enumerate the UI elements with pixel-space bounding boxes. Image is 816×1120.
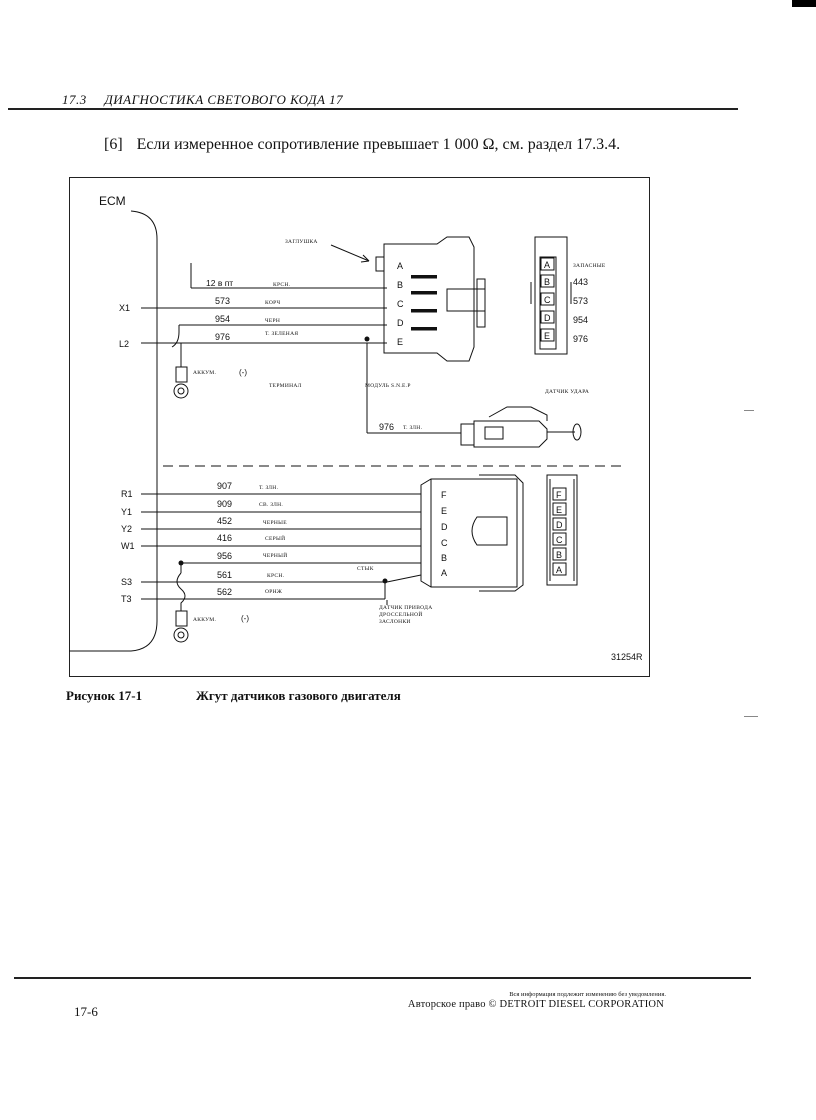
wire-number: 956 (217, 551, 232, 561)
throttle-label-line1: ДАТЧИК ПРИВОДА (379, 605, 432, 611)
scan-artifact (744, 716, 758, 717)
ground-label-bottom: АККУМ. (193, 617, 216, 623)
figure-label: Рисунок 17-1 (66, 688, 143, 703)
wire-color: Т. ЗЕЛЕНАЯ (265, 331, 298, 337)
terminal-r1: R1 (121, 489, 133, 499)
wire-color: Т. ЗЛН. (259, 485, 279, 491)
spare-label: ЗАПАСНЫЕ (573, 263, 606, 269)
footer-notice: Вся информация подлежит изменению без ув… (509, 991, 666, 998)
page-number: 17-6 (74, 1004, 98, 1019)
top-pin-b: B (397, 280, 403, 290)
top-pin-a: A (397, 261, 403, 271)
wire-number: 976 (215, 332, 230, 342)
top-pin-d: D (397, 318, 404, 328)
step-text: Если измеренное сопротивление превышает … (136, 136, 621, 153)
ecm-outline (69, 210, 158, 652)
spare-pin-b: B (544, 277, 550, 287)
section-title: ДИАГНОСТИКА СВЕТОВОГО КОДА 17 (104, 92, 344, 107)
mating-pin-f: F (556, 490, 562, 500)
terminal-y2: Y2 (121, 524, 132, 534)
throttle-label-line2: ДРОССЕЛЬНОЙ (379, 610, 423, 618)
splice-label: СТЫК (357, 566, 374, 572)
scan-artifact (744, 410, 754, 411)
wire-number: 954 (215, 314, 230, 324)
knock-wire-number: 976 (379, 422, 394, 432)
module-label: МОДУЛЬ S.N.E.P (365, 383, 411, 389)
mating-pin-a: A (556, 565, 562, 575)
wiring-diagram: ECM ЗАГЛУШКА A B C D E A B C D E ЗАПАСНЫ… (69, 194, 643, 662)
wire-number: 416 (217, 533, 232, 543)
mating-pin-b: B (556, 550, 562, 560)
wire-color: СЕРЫЙ (265, 534, 285, 542)
terminal-y1: Y1 (121, 507, 132, 517)
wire-color: ЧЕРНЫЕ (263, 520, 287, 526)
figure-caption: Рисунок 17-1 Жгут датчиков газового двига… (66, 688, 401, 704)
spare-value-954: 954 (573, 315, 588, 325)
wire-number: 452 (217, 516, 232, 526)
spare-pin-d: D (544, 313, 551, 323)
bottom-pin-b: B (441, 553, 447, 563)
ecm-label: ECM (99, 194, 126, 208)
scan-corner-mark (792, 0, 816, 7)
wire-number: 12 в пт (206, 278, 233, 288)
wire-color: СВ. ЗЛН. (259, 502, 283, 508)
bottom-pin-e: E (441, 506, 447, 516)
step-index: [6] (104, 136, 123, 153)
terminal-t3: T3 (121, 594, 132, 604)
wire-color: КРСН. (273, 282, 291, 288)
footer-copyright: Авторское право © DETROIT DIESEL CORPORA… (407, 999, 664, 1010)
ground-sign-top: (-) (239, 368, 247, 377)
bottom-pin-f: F (441, 490, 447, 500)
terminal-s3: S3 (121, 577, 132, 587)
wire-color: КОРЧ (265, 300, 280, 306)
figure-code: 31254R (611, 652, 643, 662)
wire-color: ОРНЖ (265, 589, 282, 595)
top-pin-c: C (397, 299, 404, 309)
spare-value-976: 976 (573, 334, 588, 344)
knock-sensor-label: ДАТЧИК УДАРА (545, 389, 589, 395)
bottom-pin-c: C (441, 538, 448, 548)
spare-value-573: 573 (573, 296, 588, 306)
figure-title: Жгут датчиков газового двигателя (196, 688, 401, 703)
mating-pin-d: D (556, 520, 563, 530)
wire-number: 562 (217, 587, 232, 597)
spare-pin-a: A (544, 260, 550, 270)
wire-number: 573 (215, 296, 230, 306)
header-rule (8, 108, 738, 110)
ground-sign-bottom: (-) (241, 614, 249, 623)
terminal-label: ТЕРМИНАЛ (269, 383, 302, 389)
top-pin-e: E (397, 337, 403, 347)
mating-pin-e: E (556, 505, 562, 515)
terminal-x1: X1 (119, 303, 130, 313)
wire-color: ЧЕРН (265, 318, 280, 324)
spare-pin-e: E (544, 331, 550, 341)
wire-number: 907 (217, 481, 232, 491)
ground-label-top: АККУМ. (193, 370, 216, 376)
bottom-pin-a: A (441, 568, 447, 578)
footer-rule (14, 977, 751, 979)
figure-frame (69, 177, 650, 677)
knock-wire-color: Т. ЗЛН. (403, 425, 423, 431)
section-header: 17.3 ДИАГНОСТИКА СВЕТОВОГО КОДА 17 (62, 92, 343, 108)
bottom-pin-d: D (441, 522, 448, 532)
spare-value-443: 443 (573, 277, 588, 287)
wire-color: ЧЕРНЫЙ (263, 551, 288, 559)
throttle-label-line3: ЗАСЛОНКИ (379, 619, 411, 625)
spare-pin-c: C (544, 295, 551, 305)
terminal-w1: W1 (121, 541, 135, 551)
wire-number: 909 (217, 499, 232, 509)
instruction-step: [6] Если измеренное сопротивление превыша… (104, 136, 620, 154)
wire-color: КРСН. (267, 573, 285, 579)
plug-label: ЗАГЛУШКА (285, 239, 318, 245)
mating-pin-c: C (556, 535, 563, 545)
section-number: 17.3 (62, 92, 87, 107)
terminal-l2: L2 (119, 339, 129, 349)
wire-number: 561 (217, 570, 232, 580)
